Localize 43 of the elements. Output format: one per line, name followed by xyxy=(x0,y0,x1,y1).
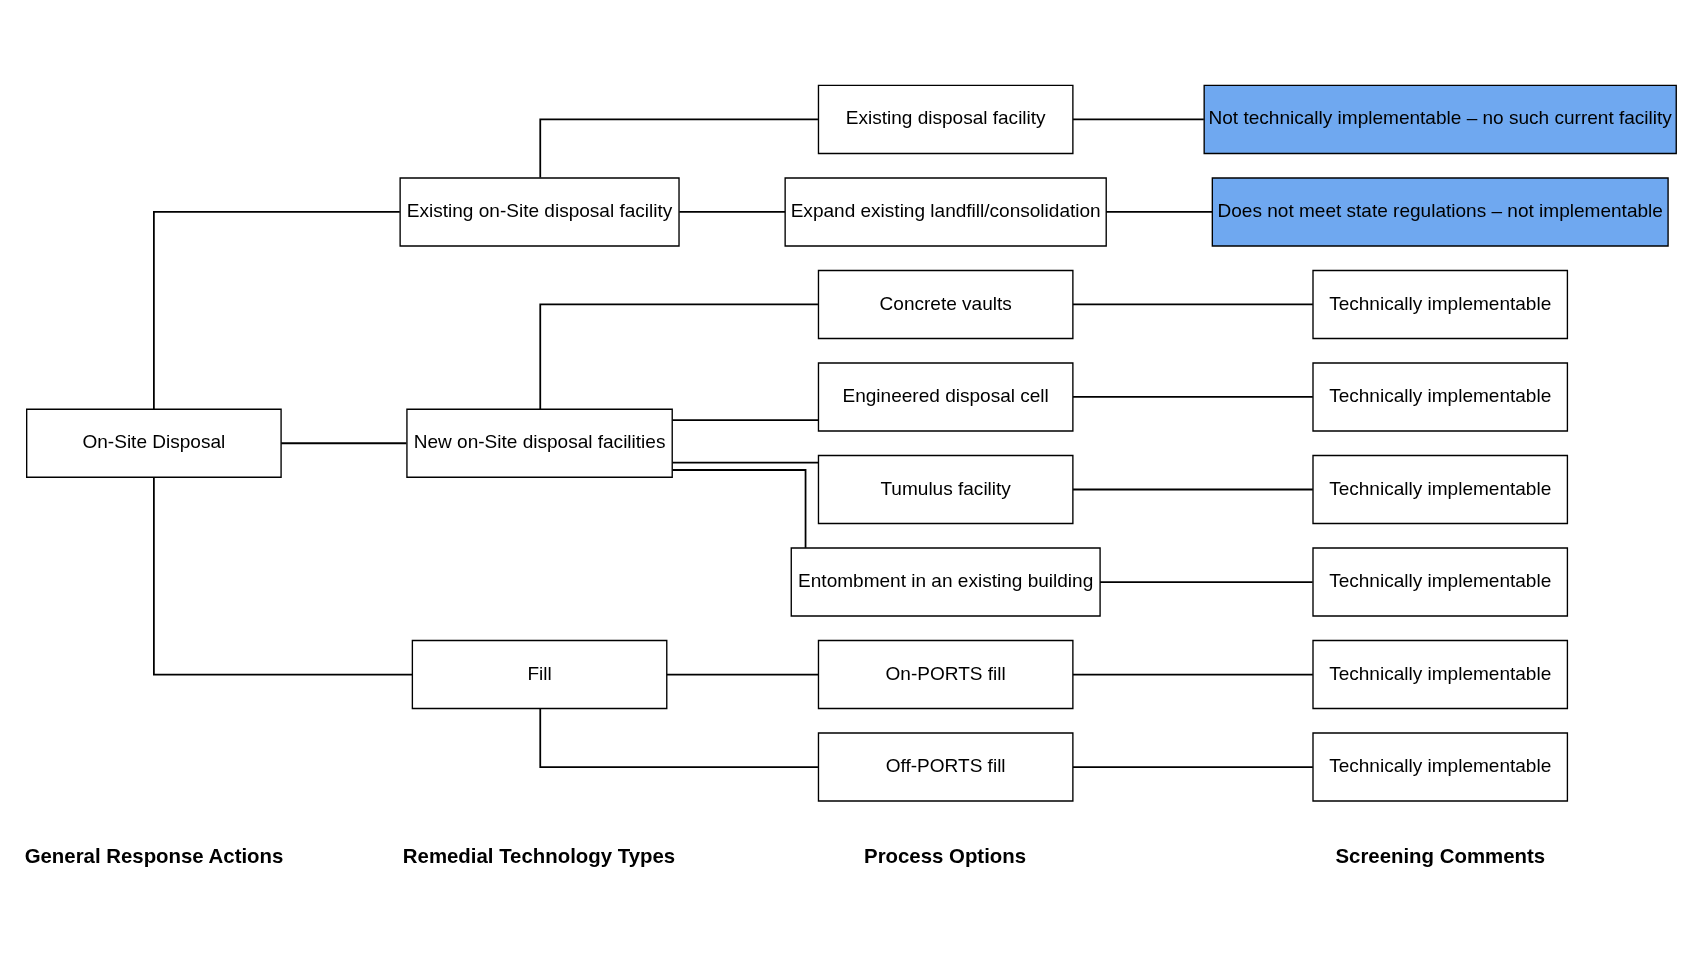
node-box: Entombment in an existing building xyxy=(790,547,1101,617)
label: General Response Actions xyxy=(24,844,284,867)
connector xyxy=(1072,396,1314,398)
connector xyxy=(671,419,820,421)
label: Process Options xyxy=(864,844,1027,867)
connector xyxy=(1072,303,1314,306)
connector xyxy=(153,476,414,676)
node-box: New on-Site disposal facilities xyxy=(406,408,673,478)
connector xyxy=(671,469,807,549)
node-box: Fill xyxy=(411,639,668,710)
node-box: On-Site Disposal xyxy=(26,408,282,478)
node-box: Off-PORTS fill xyxy=(817,732,1074,802)
connector xyxy=(539,303,819,410)
node-box: On-PORTS fill xyxy=(817,639,1074,710)
connector xyxy=(153,211,401,410)
connector xyxy=(1105,211,1214,213)
connector xyxy=(1072,118,1205,121)
connector xyxy=(539,118,819,179)
node-box: Technically implementable xyxy=(1312,269,1569,340)
connector xyxy=(539,708,819,768)
node-box: Technically implementable xyxy=(1312,732,1569,802)
node-box: Technically implementable xyxy=(1312,454,1569,525)
node-box: Technically implementable xyxy=(1312,639,1569,710)
node-box: Expand existing landfill/consolidation xyxy=(784,177,1107,247)
node-box: Concrete vaults xyxy=(817,269,1074,340)
connector xyxy=(678,211,786,213)
node-box: Not technically implementable – no such current facility xyxy=(1203,84,1677,155)
connector xyxy=(1072,673,1314,676)
node-box: Existing on-Site disposal facility xyxy=(399,177,680,247)
connector xyxy=(1099,581,1314,583)
node-box: Technically implementable xyxy=(1312,362,1569,432)
label: Remedial Technology Types xyxy=(402,844,676,867)
connector xyxy=(280,442,408,445)
node-box: Engineered disposal cell xyxy=(817,362,1074,432)
connector xyxy=(1072,766,1314,768)
connector xyxy=(666,673,820,676)
node-box: Technically implementable xyxy=(1312,547,1569,617)
connector xyxy=(671,461,820,464)
node-box: Tumulus facility xyxy=(817,454,1074,525)
connector xyxy=(1072,488,1314,491)
label: Screening Comments xyxy=(1335,844,1546,867)
node-box: Existing disposal facility xyxy=(817,84,1074,155)
node-box: Does not meet state regulations – not implementable xyxy=(1211,177,1669,247)
